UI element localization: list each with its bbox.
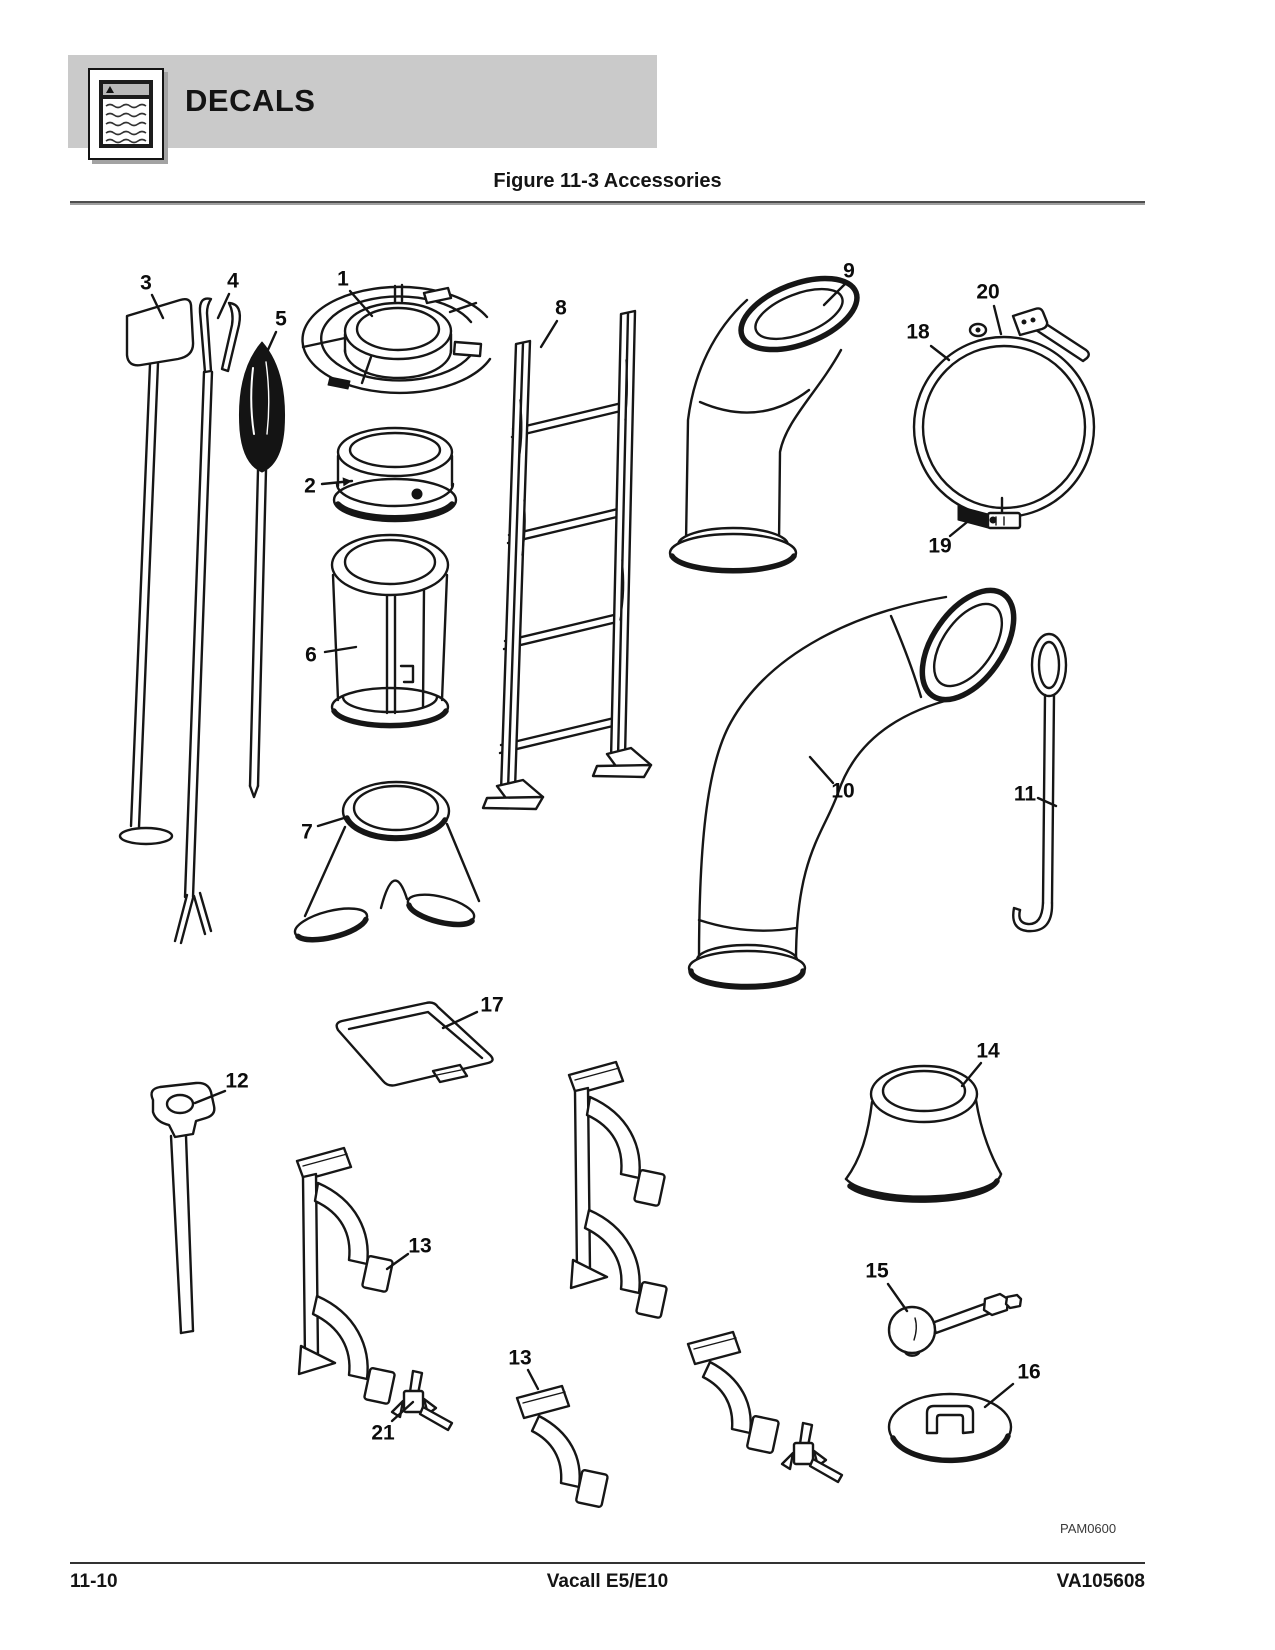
callout-19: 19 [928, 535, 951, 558]
part-spear-tool [239, 341, 285, 799]
callout-leader-8 [539, 319, 559, 349]
footer-rule [70, 1562, 1145, 1564]
part-wye-boot [293, 780, 481, 943]
callout-leader-10 [808, 755, 835, 785]
callout-4: 4 [227, 270, 239, 293]
footer-doc-number: VA105608 [1056, 1571, 1145, 1592]
callout-leader-6 [323, 645, 358, 654]
part-strainer-basket [330, 533, 450, 729]
callout-leader-20 [992, 304, 1003, 336]
callout-leader-13 [526, 1368, 540, 1391]
callout-8: 8 [555, 297, 567, 320]
callout-13: 13 [408, 1235, 431, 1258]
callout-21: 21 [371, 1422, 395, 1445]
part-holder-tool [150, 1081, 216, 1335]
part-double-hook-bracket [567, 1060, 669, 1320]
part-wing-bolt [780, 1421, 844, 1484]
callout-leader-3 [150, 293, 165, 320]
part-lid [887, 1392, 1013, 1464]
callout-leader-16 [983, 1382, 1015, 1409]
part-cone-adapter [844, 1064, 1003, 1203]
part-elbow-90 [687, 587, 1017, 990]
part-ladder [481, 309, 653, 811]
callout-2: 2 [304, 475, 316, 498]
part-double-hook-bracket [295, 1146, 396, 1405]
part-paddle-scraper [118, 297, 195, 846]
callout-14: 14 [976, 1040, 1000, 1063]
part-coupling-collar [332, 426, 458, 523]
callout-16: 16 [1017, 1361, 1040, 1384]
callout-leader-12 [193, 1089, 227, 1105]
part-elbow-45 [668, 275, 860, 574]
callout-leader-17 [441, 1010, 479, 1030]
decal-sheet-icon [99, 80, 153, 148]
callout-11: 11 [1014, 783, 1037, 806]
callout-9: 9 [843, 260, 855, 283]
callout-5: 5 [275, 308, 287, 331]
callout-leader-15 [886, 1282, 909, 1313]
callout-leader-5 [265, 330, 278, 354]
part-band-clamp [912, 307, 1096, 530]
callout-leader-7 [316, 816, 346, 828]
part-single-hook-bracket [515, 1384, 609, 1508]
callout-13: 13 [508, 1347, 531, 1370]
part-single-hook-bracket [686, 1330, 781, 1455]
part-hook-rod [173, 297, 242, 945]
callout-leader-9 [822, 282, 847, 307]
callout-10: 10 [831, 780, 854, 803]
callout-leader-1 [348, 289, 374, 318]
part-mounting-ring [301, 283, 492, 395]
figure-caption: Figure 11-3 Accessories [493, 170, 722, 192]
callout-leader-4 [216, 292, 231, 320]
title-rule [70, 201, 1145, 205]
section-header: DECALS [68, 55, 657, 160]
callout-3: 3 [140, 272, 152, 295]
callout-leader-19 [948, 516, 974, 538]
part-wing-bolt [390, 1369, 454, 1432]
callout-leader-14 [960, 1061, 983, 1088]
decals-icon [88, 68, 164, 160]
callout-17: 17 [480, 994, 503, 1017]
footer-model: Vacall E5/E10 [546, 1571, 669, 1592]
callout-leader-13 [385, 1252, 410, 1271]
part-hook-handle [1012, 632, 1068, 933]
part-gauge [887, 1292, 1023, 1357]
callout-6: 6 [305, 644, 317, 667]
callout-7: 7 [301, 821, 313, 844]
callout-12: 12 [225, 1070, 248, 1093]
callout-1: 1 [337, 268, 349, 291]
artwork-code: PAM0600 [1060, 1521, 1117, 1536]
callout-18: 18 [906, 321, 930, 344]
callout-leader-11 [1036, 796, 1058, 808]
footer-page-number: 11-10 [70, 1571, 118, 1592]
callout-15: 15 [865, 1260, 889, 1283]
callout-leader-18 [929, 344, 951, 362]
callout-arrow-2 [342, 477, 352, 487]
footer: 11-10 Vacall E5/E10 VA105608 [70, 1571, 1145, 1593]
section-title: DECALS [185, 83, 316, 118]
callout-leader-21 [390, 1400, 415, 1423]
callout-20: 20 [976, 281, 999, 304]
